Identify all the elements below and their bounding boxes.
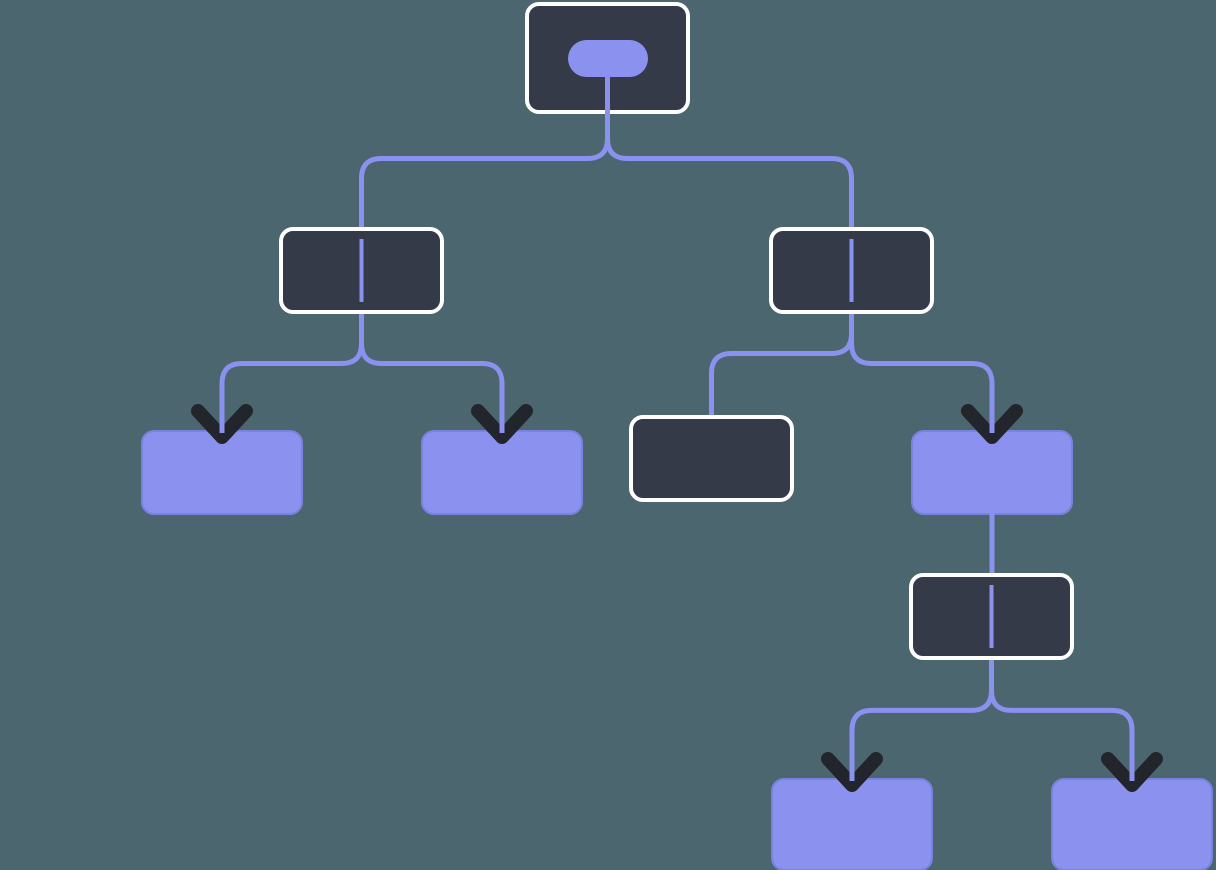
node-n9-body[interactable] <box>1051 778 1213 870</box>
edge-overlines-layer <box>359 239 994 648</box>
node-n8-body[interactable] <box>771 778 933 870</box>
node-n8[interactable] <box>771 778 933 870</box>
edge-n7-to-n9 <box>989 649 1135 794</box>
nodes-layer <box>141 2 1213 870</box>
arrowhead-a0 <box>191 404 253 444</box>
edge-n2-to-n6 <box>849 303 995 446</box>
edge-overstems-layer <box>219 73 1135 781</box>
node-n9[interactable] <box>1051 778 1213 870</box>
edge-n2-to-n5 <box>709 303 854 422</box>
arrowheads-layer <box>191 404 1163 792</box>
node-n0[interactable] <box>525 2 690 114</box>
arrowhead-a2 <box>961 404 1023 444</box>
edge-n0-to-n2 <box>605 103 854 234</box>
arrowhead-a1 <box>471 404 533 444</box>
node-n5-body[interactable] <box>629 415 794 502</box>
edges-layer <box>219 103 1135 794</box>
edge-n1-to-n4 <box>359 303 505 446</box>
node-n5[interactable] <box>629 415 794 502</box>
node-n0-badge-pill <box>568 40 648 77</box>
arrowhead-a3 <box>821 752 883 792</box>
edge-n0-to-n1 <box>359 103 610 234</box>
arrowhead-a4 <box>1101 752 1163 792</box>
